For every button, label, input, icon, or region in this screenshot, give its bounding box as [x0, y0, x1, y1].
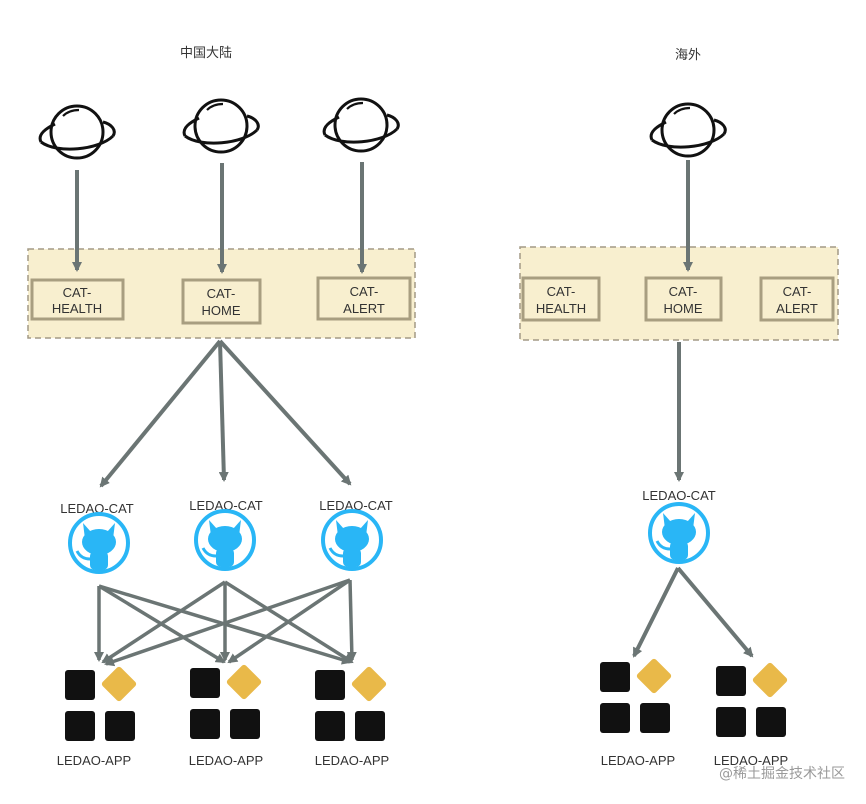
cat-alert-box-overseas: CAT- ALERT — [759, 276, 835, 322]
arrow-home-to-cat-1 — [99, 339, 222, 488]
cat-health-label-line2: HEALTH — [52, 301, 102, 316]
cat-to-app-arrows-china — [94, 578, 357, 667]
cat-node-label: LEDAO-CAT — [60, 501, 133, 516]
app-label: LEDAO-APP — [714, 753, 788, 768]
client-arrows — [72, 160, 693, 274]
arrow-cat-app1-overseas — [632, 567, 680, 658]
github-octocat-icon — [648, 502, 710, 564]
cat-home-label-line1: CAT- — [207, 286, 236, 301]
app-grid-icon — [716, 661, 789, 737]
arrow-cat3-app3 — [346, 579, 357, 662]
app-grid-icon — [190, 663, 263, 739]
app-label: LEDAO-APP — [57, 753, 131, 768]
globe-icon — [38, 104, 116, 160]
arrow-home-to-cat-2 — [218, 340, 229, 482]
globe-icon — [649, 102, 727, 158]
cat-home-box-overseas: CAT- HOME — [644, 276, 723, 322]
cat-node-label: LEDAO-CAT — [189, 498, 262, 513]
arrow-cat3-app1 — [104, 578, 351, 667]
app-label: LEDAO-APP — [601, 753, 675, 768]
app-grid-icon — [315, 665, 388, 741]
app-label: LEDAO-APP — [315, 753, 389, 768]
cat-alert-label-line1: CAT- — [350, 284, 379, 299]
cat-health-label-line2: HEALTH — [536, 301, 586, 316]
github-octocat-icon — [194, 509, 256, 571]
cat-health-box-overseas: CAT- HEALTH — [521, 276, 601, 322]
arrow-cat3-app2 — [227, 578, 351, 664]
app-label: LEDAO-APP — [189, 753, 263, 768]
globe-icon — [182, 98, 260, 154]
region-title-overseas: 海外 — [675, 48, 701, 63]
cat-node-label: LEDAO-CAT — [642, 488, 715, 503]
github-octocat-icon — [321, 509, 383, 571]
app-grid-icon — [600, 657, 673, 733]
watermark-text: @稀土掘金技术社区 — [719, 766, 845, 782]
cat-alert-label-line2: ALERT — [343, 301, 385, 316]
app-grid-icon — [65, 665, 138, 741]
globe-icon — [322, 97, 400, 153]
cat-health-label-line1: CAT- — [63, 285, 92, 300]
cat-alert-label-line1: CAT- — [783, 284, 812, 299]
arrow-cat-app2-overseas — [676, 566, 754, 658]
arrow-cat2-app1 — [101, 580, 226, 664]
cat-home-label-line2: HOME — [664, 301, 703, 316]
region-title-china: 中国大陆 — [180, 45, 232, 61]
cat-home-box-china: CAT- HOME — [181, 278, 262, 325]
home-to-cat-arrows — [99, 339, 684, 488]
cat-alert-label-line2: ALERT — [776, 301, 818, 316]
cat-health-label-line1: CAT- — [547, 284, 576, 299]
cat-home-label-line2: HOME — [202, 303, 241, 318]
arrow-home-to-cat-3 — [218, 339, 352, 486]
cat-node-label: LEDAO-CAT — [319, 498, 392, 513]
cat-alert-box-china: CAT- ALERT — [316, 276, 412, 321]
cat-health-box-china: CAT- HEALTH — [30, 278, 125, 321]
cat-to-app-arrows-overseas — [632, 566, 754, 658]
github-octocat-icon — [68, 512, 130, 574]
cat-home-label-line1: CAT- — [669, 284, 698, 299]
